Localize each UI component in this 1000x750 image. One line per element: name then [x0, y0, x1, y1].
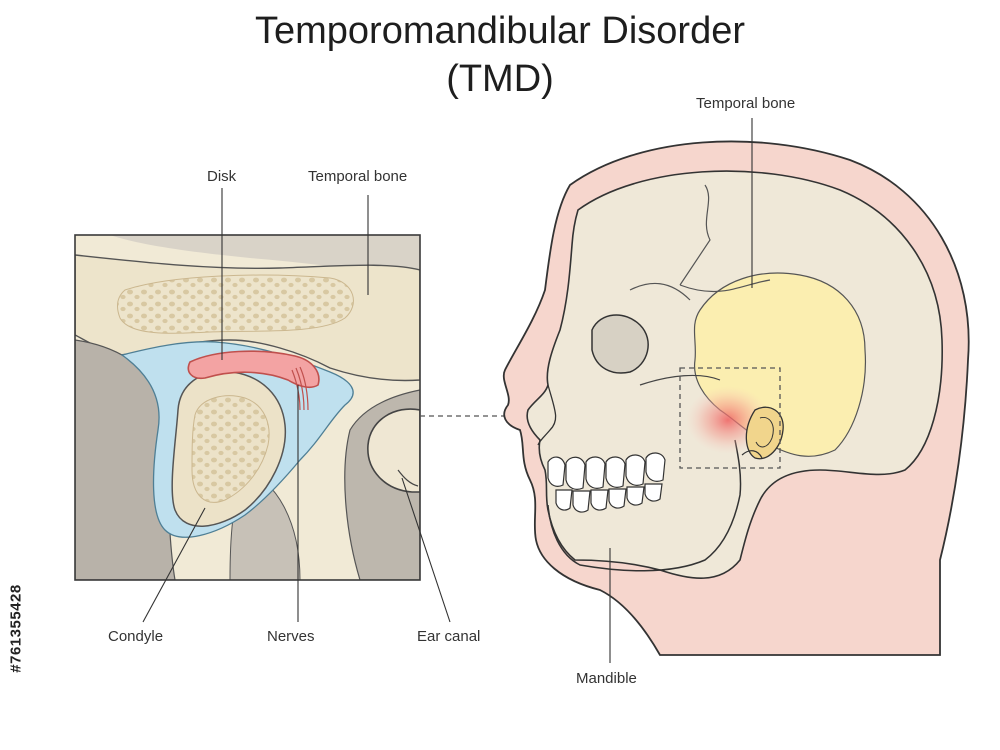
- stock-id-text: #761355428: [7, 584, 25, 673]
- mandible-outline: [547, 439, 742, 572]
- inset-frame: [74, 234, 421, 581]
- condyle-marrow: [191, 395, 270, 503]
- temporal-bone-marrow: [117, 274, 354, 334]
- label-mandible: Mandible: [576, 670, 637, 687]
- label-condyle: Condyle: [108, 628, 164, 645]
- label-temporal-bone-head: Temporal bone: [696, 95, 796, 112]
- zoom-box: [679, 367, 781, 469]
- head-illustration: [502, 140, 970, 656]
- ear-opening: [745, 406, 784, 460]
- label-disk: Disk: [207, 168, 237, 185]
- diagram-title-line2: (TMD): [446, 58, 554, 100]
- label-ear-canal: Ear canal: [417, 628, 481, 645]
- lower-teeth: [555, 483, 663, 513]
- label-temporal-bone-inset: Temporal bone: [308, 168, 408, 185]
- ear-canal-shape: [367, 408, 420, 493]
- joint-cross-section: [75, 235, 420, 580]
- stock-id-watermark: #761355428: [6, 515, 26, 745]
- diagram-title-line1: Temporomandibular Disorder: [255, 10, 745, 52]
- label-nerves: Nerves: [267, 628, 315, 645]
- upper-teeth: [547, 452, 666, 490]
- leader-condyle: [142, 507, 206, 623]
- leader-ear-canal: [401, 477, 451, 623]
- eye-socket: [591, 314, 649, 374]
